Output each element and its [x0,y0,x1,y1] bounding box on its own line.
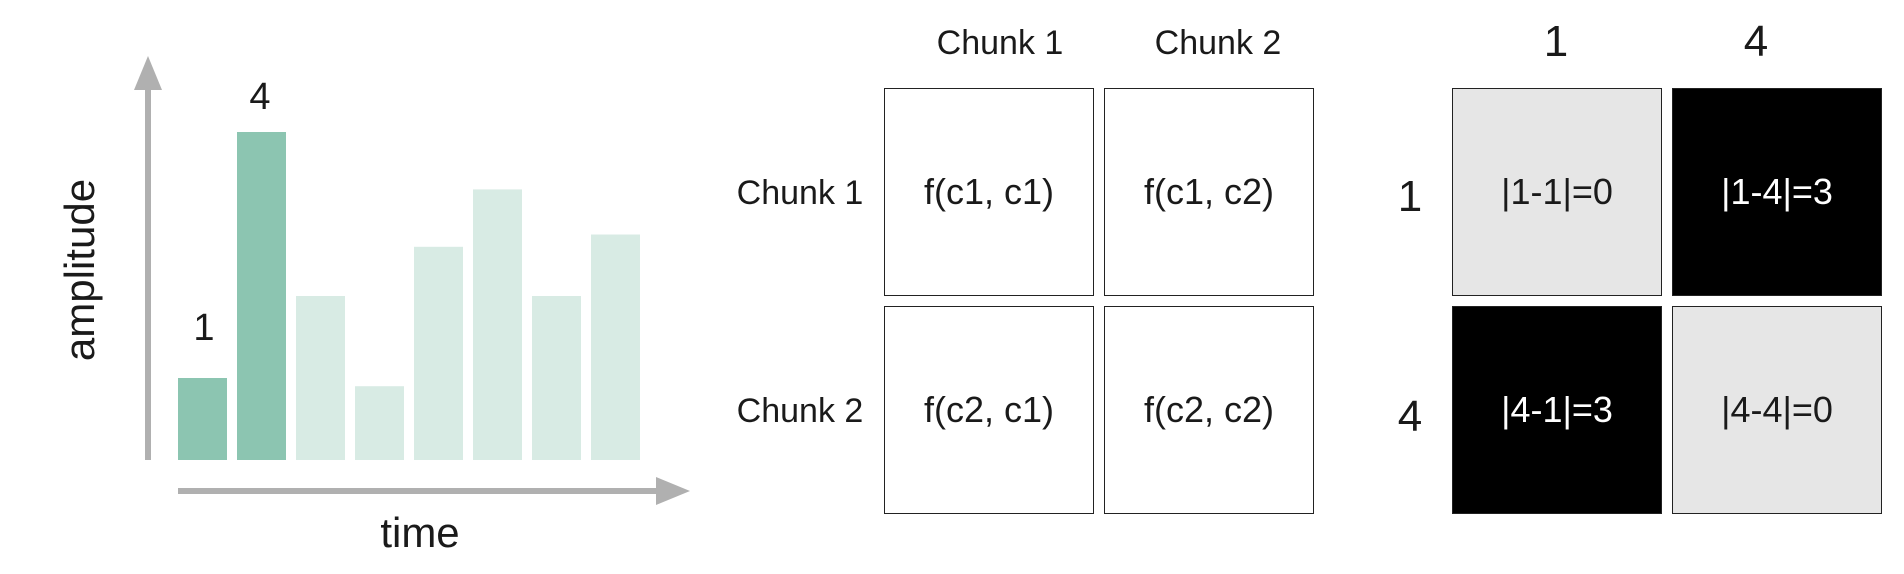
y-axis-arrow-icon [134,56,162,90]
matrix-row-header-1: Chunk 1 [736,173,864,212]
bar-5 [414,246,463,460]
distance-cell-1-2: |1-4|=3 [1672,88,1882,296]
bar-value-label-2: 4 [249,75,271,118]
x-axis-label: time [380,509,460,556]
matrix-cell-2-2: f(c2, c2) [1104,306,1314,514]
bar-3 [296,296,345,460]
matrix-col-header-1: Chunk 1 [936,23,1064,62]
bar-1 [178,378,227,460]
matrix-col-header-2: Chunk 2 [1154,23,1282,62]
bar-value-label-1: 1 [193,306,215,349]
distance-row-header-1: 1 [1397,172,1423,221]
bar-chart [134,56,690,505]
y-axis-label: amplitude [56,178,103,362]
distance-cell-1-1: |1-1|=0 [1452,88,1662,296]
matrix-cell-2-1: f(c2, c1) [884,306,1094,514]
distance-col-header-2: 4 [1743,17,1769,66]
matrix-cell-1-1: f(c1, c1) [884,88,1094,296]
x-axis-arrow-icon [656,477,690,505]
bar-4 [355,386,404,460]
bar-6 [473,189,522,460]
matrix-cell-1-2: f(c1, c2) [1104,88,1314,296]
bar-8 [591,234,640,460]
bar-2 [237,132,286,460]
distance-cell-2-1: |4-1|=3 [1452,306,1662,514]
distance-col-header-1: 1 [1543,17,1569,66]
bar-7 [532,296,581,460]
distance-cell-2-2: |4-4|=0 [1672,306,1882,514]
matrix-row-header-2: Chunk 2 [736,391,864,430]
distance-row-header-2: 4 [1397,392,1423,441]
